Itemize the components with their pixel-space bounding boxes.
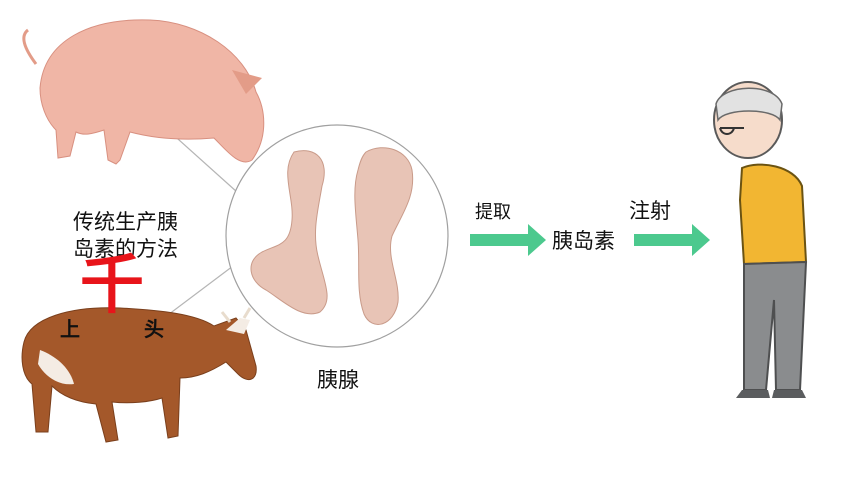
method-line-1: 传统生产胰 [73,210,178,234]
extract-label: 提取 [475,202,511,223]
pig-image [22,19,265,165]
cow-image [21,307,257,443]
char-upper-right: 头 [144,317,164,341]
method-line-2: 岛素的方法 [73,237,178,261]
inject-label: 注射 [629,199,671,223]
char-center-red: 千 [80,249,144,323]
pancreas-label: 胰腺 [317,368,359,392]
arrow-right-icon [470,224,546,256]
char-upper-left: 上 [60,317,80,341]
pancreas-image [250,147,414,325]
arrow-right-icon [634,224,710,256]
insulin-label: 胰岛素 [552,229,615,253]
elderly-man-image [713,81,808,398]
pancreas-zoom-circle [225,124,449,348]
